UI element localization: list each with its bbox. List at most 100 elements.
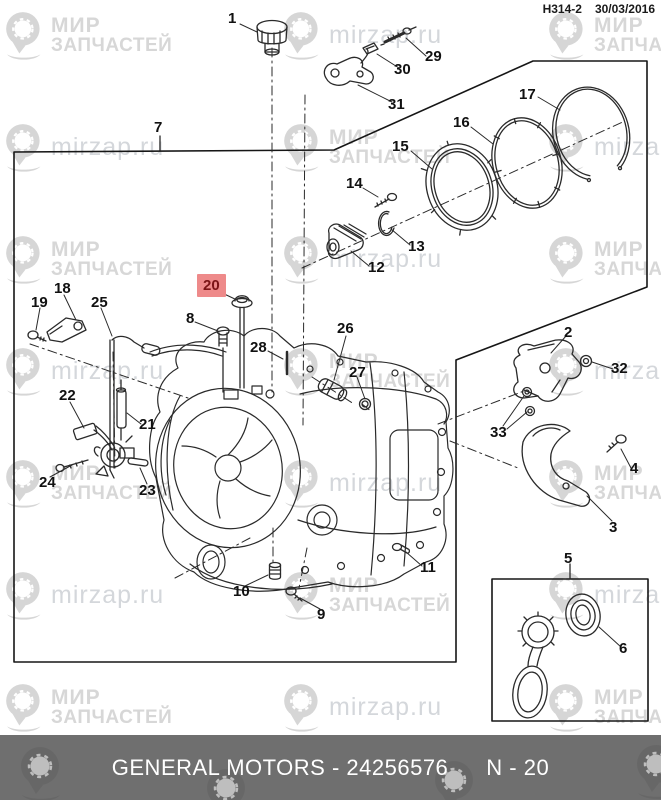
centerline-bracket: [302, 94, 306, 426]
callout-30: 30: [394, 61, 411, 78]
part-shield-3: [521, 423, 591, 507]
callout-28: 28: [250, 339, 267, 356]
centerline-lever: [29, 343, 189, 399]
map-pin-gear-icon: [284, 348, 319, 396]
part-drum-12: [326, 223, 367, 260]
footer-watermark-ghost: [21, 747, 60, 800]
part-bracket-31: [323, 48, 374, 86]
callout-14: 14: [346, 175, 363, 192]
part-bolt-9: [285, 586, 303, 602]
map-pin-gear-icon: [549, 236, 584, 284]
callout-2: 2: [564, 324, 573, 341]
watermark-url: mirzap.ru: [278, 232, 442, 286]
part-ring-27: [358, 397, 372, 411]
part-lever-18: [46, 317, 87, 343]
part-tube-25: [109, 335, 161, 471]
map-pin-gear-icon: [284, 236, 319, 284]
part-connector-22: [72, 422, 115, 451]
watermark-url: mirzap.ru: [278, 680, 442, 734]
callout-8: 8: [186, 310, 195, 327]
part-pin-23: [127, 457, 149, 467]
callout-13: 13: [408, 238, 425, 255]
callout-33: 33: [490, 424, 507, 441]
watermark-url-text: mirzap.ru: [594, 580, 661, 609]
callout-6: 6: [619, 640, 628, 657]
callout-27: 27: [349, 364, 366, 381]
footer-page-ref: N - 20: [486, 754, 550, 780]
callout-5: 5: [564, 550, 573, 567]
callout-26: 26: [337, 320, 354, 337]
watermark-url-text: mirzap.ru: [51, 580, 165, 609]
part-nuts-33: [521, 386, 536, 417]
callout-25: 25: [91, 294, 108, 311]
watermark-url: mirzap.ru: [278, 8, 442, 62]
callout-18: 18: [54, 280, 71, 297]
part-ring-15: [420, 140, 499, 236]
callout-9: 9: [317, 606, 326, 623]
part-screw-29: [380, 26, 417, 46]
callout-19: 19: [31, 294, 48, 311]
part-plate-16: [491, 117, 563, 209]
part-oring-13: [377, 210, 395, 237]
callout-24: 24: [39, 474, 56, 491]
part-seal-6: [565, 593, 601, 637]
callout-15: 15: [392, 138, 409, 155]
callout-31: 31: [388, 96, 405, 113]
callout-32: 32: [611, 360, 628, 377]
part-plug-with-handle: [512, 611, 559, 719]
callout-16: 16: [453, 114, 470, 131]
doc-date: 30/03/2016: [594, 2, 655, 16]
watermark-url-text: mirzap.ru: [329, 692, 443, 721]
watermark-url-text: mirzap.ru: [329, 468, 443, 497]
callout-21: 21: [139, 416, 156, 433]
watermark-url: mirzap.ru: [543, 568, 661, 622]
header: H314-2 30/03/2016: [543, 2, 655, 16]
part-filler-cap: [256, 19, 288, 56]
part-selector-assembly: [93, 435, 135, 479]
map-pin-gear-icon: [549, 12, 584, 60]
map-pin-gear-icon: [6, 684, 41, 732]
main-frame-box: [13, 60, 648, 663]
part-nut-32: [579, 354, 593, 368]
callout-4: 4: [630, 460, 639, 477]
part-screw-14: [374, 192, 398, 208]
part-damper-21: [115, 379, 127, 441]
callout-11: 11: [420, 559, 436, 576]
map-pin-gear-icon: [284, 12, 319, 60]
part-bolt-8: [216, 326, 230, 393]
watermark-url: mirzap.ru: [278, 456, 442, 510]
callout-12: 12: [368, 259, 385, 276]
part-mount-bracket-2: [513, 339, 582, 402]
part-snapring-17: [551, 86, 631, 183]
callout-29: 29: [425, 48, 442, 65]
callout-1: 1: [228, 10, 237, 27]
callout-3: 3: [609, 519, 618, 536]
transmission-case: [149, 327, 454, 592]
callout-7: 7: [154, 119, 163, 136]
footer-part-number: GENERAL MOTORS - 24256576: [111, 754, 449, 780]
doc-code: H314-2: [542, 2, 582, 16]
map-pin-gear-icon: [284, 124, 319, 172]
footer-bar: GENERAL MOTORS - 24256576 N - 20: [0, 735, 661, 800]
map-pin-gear-icon: [284, 684, 319, 732]
footer-watermark-ghost: [637, 745, 661, 799]
